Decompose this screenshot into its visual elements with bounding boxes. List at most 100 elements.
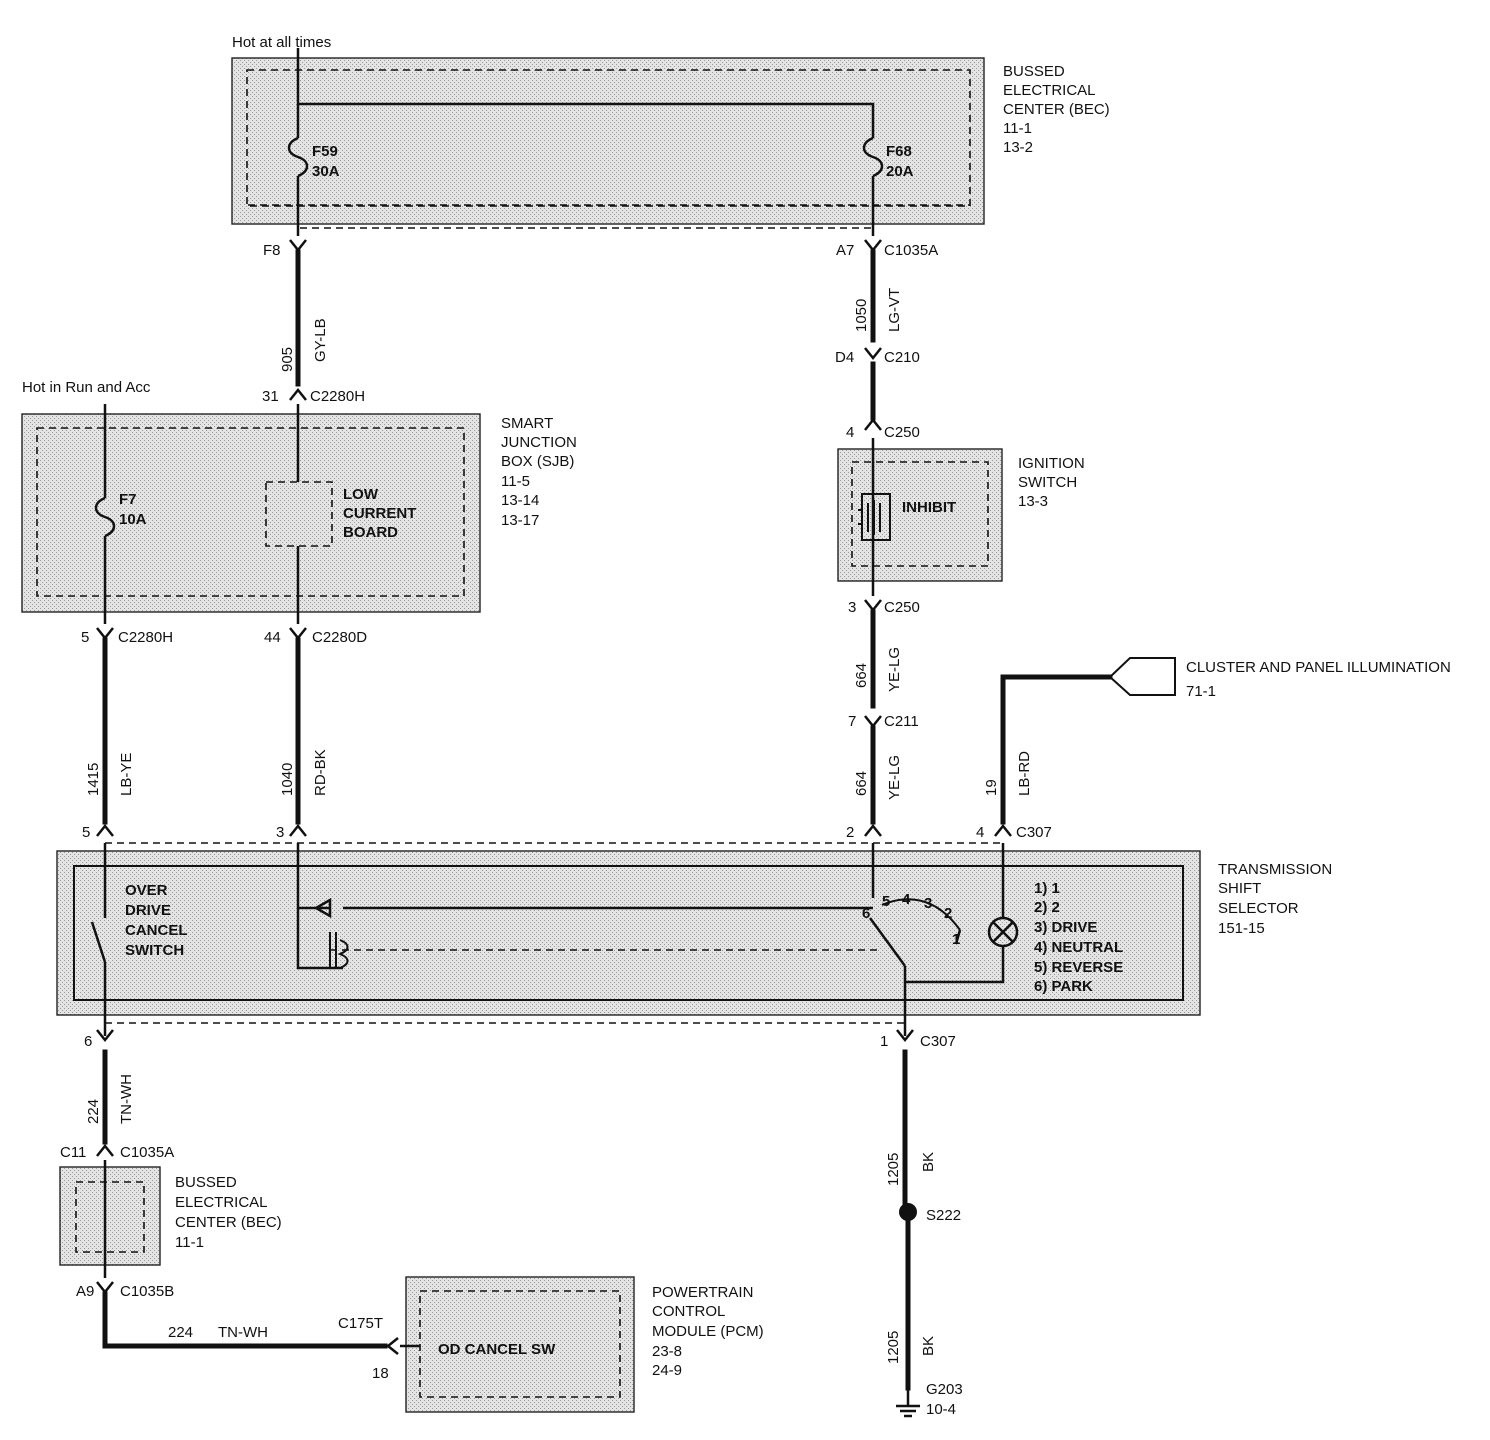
wire-224a-color: TN-WH	[118, 1074, 135, 1124]
wire-224b-num: 224	[168, 1324, 193, 1341]
bec-top-line3: CENTER (BEC)	[1003, 101, 1110, 118]
ts-pin-1: 1	[880, 1033, 888, 1050]
conn-c2280h-bot: C2280H	[118, 629, 173, 646]
conn-c1035b: C1035B	[120, 1283, 174, 1300]
bec-top-box	[231, 57, 985, 225]
ts-ref1: 151-15	[1218, 920, 1265, 937]
hot-in-run-acc-label: Hot in Run and Acc	[22, 379, 151, 396]
ts-pos-1: 1) 1	[1034, 880, 1060, 897]
ts-pin-6: 6	[84, 1033, 92, 1050]
pcm-line2: CONTROL	[652, 1303, 725, 1320]
pcm-ref1: 23-8	[652, 1343, 682, 1360]
fuse-f59-name: F59	[312, 143, 338, 160]
wire-1415-color: LB-YE	[118, 753, 135, 796]
ts-pin-2: 2	[846, 824, 854, 841]
cluster-line1: CLUSTER AND PANEL ILLUMINATION	[1186, 659, 1451, 676]
wire-1205a-color: BK	[920, 1152, 937, 1172]
ground-g203-ref: 10-4	[926, 1401, 956, 1418]
wire-905-color: GY-LB	[312, 318, 329, 362]
wire-19-color: LB-RD	[1016, 751, 1033, 796]
sjb-ref1: 11-5	[501, 473, 530, 490]
wire-224-b	[102, 1291, 388, 1349]
conn-3-c250: 3	[848, 599, 856, 616]
sel-contact-1: 1	[952, 931, 960, 948]
fuse-f7-name: F7	[119, 491, 137, 508]
conn-f8: F8	[263, 242, 281, 259]
wire-664a-color: YE-LG	[886, 647, 903, 692]
wire-1050-color: LG-VT	[886, 288, 903, 332]
ign-line1: IGNITION	[1018, 455, 1085, 472]
wire-1205b-color: BK	[920, 1336, 937, 1356]
ign-inhibit-label: INHIBIT	[902, 499, 956, 516]
bec-bot-line2: ELECTRICAL	[175, 1194, 268, 1211]
ground-g203-icon	[896, 1404, 920, 1418]
wire-1415-num: 1415	[85, 763, 102, 796]
conn-5-c2280h: 5	[81, 629, 89, 646]
od-cancel-switch-icon	[90, 921, 107, 963]
trans-selector-box	[56, 850, 1201, 1016]
wire-224a-num: 224	[85, 1099, 102, 1124]
pcm-box	[405, 1276, 635, 1413]
fuse-f68-name: F68	[886, 143, 912, 160]
pcm-line3: MODULE (PCM)	[652, 1323, 764, 1340]
sel-contact-3: 3	[924, 895, 932, 912]
conn-d4: D4	[835, 349, 854, 366]
sel-contact-6: 6	[862, 905, 870, 922]
wire-1040-color: RD-BK	[312, 749, 329, 796]
ts-pos-5: 5) REVERSE	[1034, 959, 1123, 976]
sel-contact-5: 5	[882, 893, 890, 910]
sjb-line3: BOX (SJB)	[501, 453, 574, 470]
wire-664b-num: 664	[853, 771, 870, 796]
fuse-f59-icon	[287, 136, 309, 178]
ts-pos-2: 2) 2	[1034, 899, 1060, 916]
wire-224b-color: TN-WH	[218, 1324, 268, 1341]
connector-pins	[96, 239, 1012, 1355]
sjb-line1: SMART	[501, 415, 553, 432]
ign-line2: SWITCH	[1018, 474, 1077, 491]
fuse-f68-icon	[862, 136, 884, 178]
ts-pos-6: 6) PARK	[1034, 978, 1093, 995]
od-cancel-line4: SWITCH	[125, 942, 184, 959]
wire-19	[1000, 674, 1113, 825]
conn-a7: A7	[836, 242, 854, 259]
conn-c307-bot: C307	[920, 1033, 956, 1050]
od-cancel-line3: CANCEL	[125, 922, 188, 939]
wire-19-num: 19	[983, 779, 1000, 796]
conn-c211: C211	[884, 713, 919, 730]
selector-arc	[881, 898, 961, 931]
selector-contact-arm	[868, 917, 907, 967]
bec-bottom-box	[59, 1166, 161, 1266]
sjb-ref3: 13-17	[501, 512, 539, 529]
ts-pos-3: 3) DRIVE	[1034, 919, 1097, 936]
bec-bot-line3: CENTER (BEC)	[175, 1214, 282, 1231]
ts-line3: SELECTOR	[1218, 900, 1299, 917]
pcm-ref2: 24-9	[652, 1362, 682, 1379]
conn-c250-bot: C250	[884, 599, 920, 616]
conn-c307-top: C307	[1016, 824, 1052, 841]
od-cancel-line1: OVER	[125, 882, 168, 899]
conn-7: 7	[848, 713, 856, 730]
fuse-f59-rating: 30A	[312, 163, 340, 180]
ts-line2: SHIFT	[1218, 880, 1261, 897]
conn-c2280d: C2280D	[312, 629, 367, 646]
ts-pos-4: 4) NEUTRAL	[1034, 939, 1123, 956]
splice-s222-label: S222	[926, 1207, 961, 1224]
bec-top-line2: ELECTRICAL	[1003, 82, 1096, 99]
lcb-line1: LOW	[343, 486, 379, 503]
conn-18: 18	[372, 1365, 389, 1382]
ignition-switch-box	[837, 448, 1003, 582]
ground-g203-label: G203	[926, 1381, 963, 1398]
wire-1040-num: 1040	[279, 763, 296, 796]
wire-1205a-num: 1205	[885, 1153, 902, 1186]
pcm-input-label: OD CANCEL SW	[438, 1341, 556, 1358]
wires	[90, 48, 1113, 1418]
ts-pin-5: 5	[82, 824, 90, 841]
conn-c1035a: C1035A	[884, 242, 938, 259]
sel-contact-2: 2	[944, 905, 952, 922]
conn-c250-top: C250	[884, 424, 920, 441]
wire-664b-color: YE-LG	[886, 755, 903, 800]
conn-c1035a-bot: C1035A	[120, 1144, 174, 1161]
lcb-line2: CURRENT	[343, 505, 416, 522]
